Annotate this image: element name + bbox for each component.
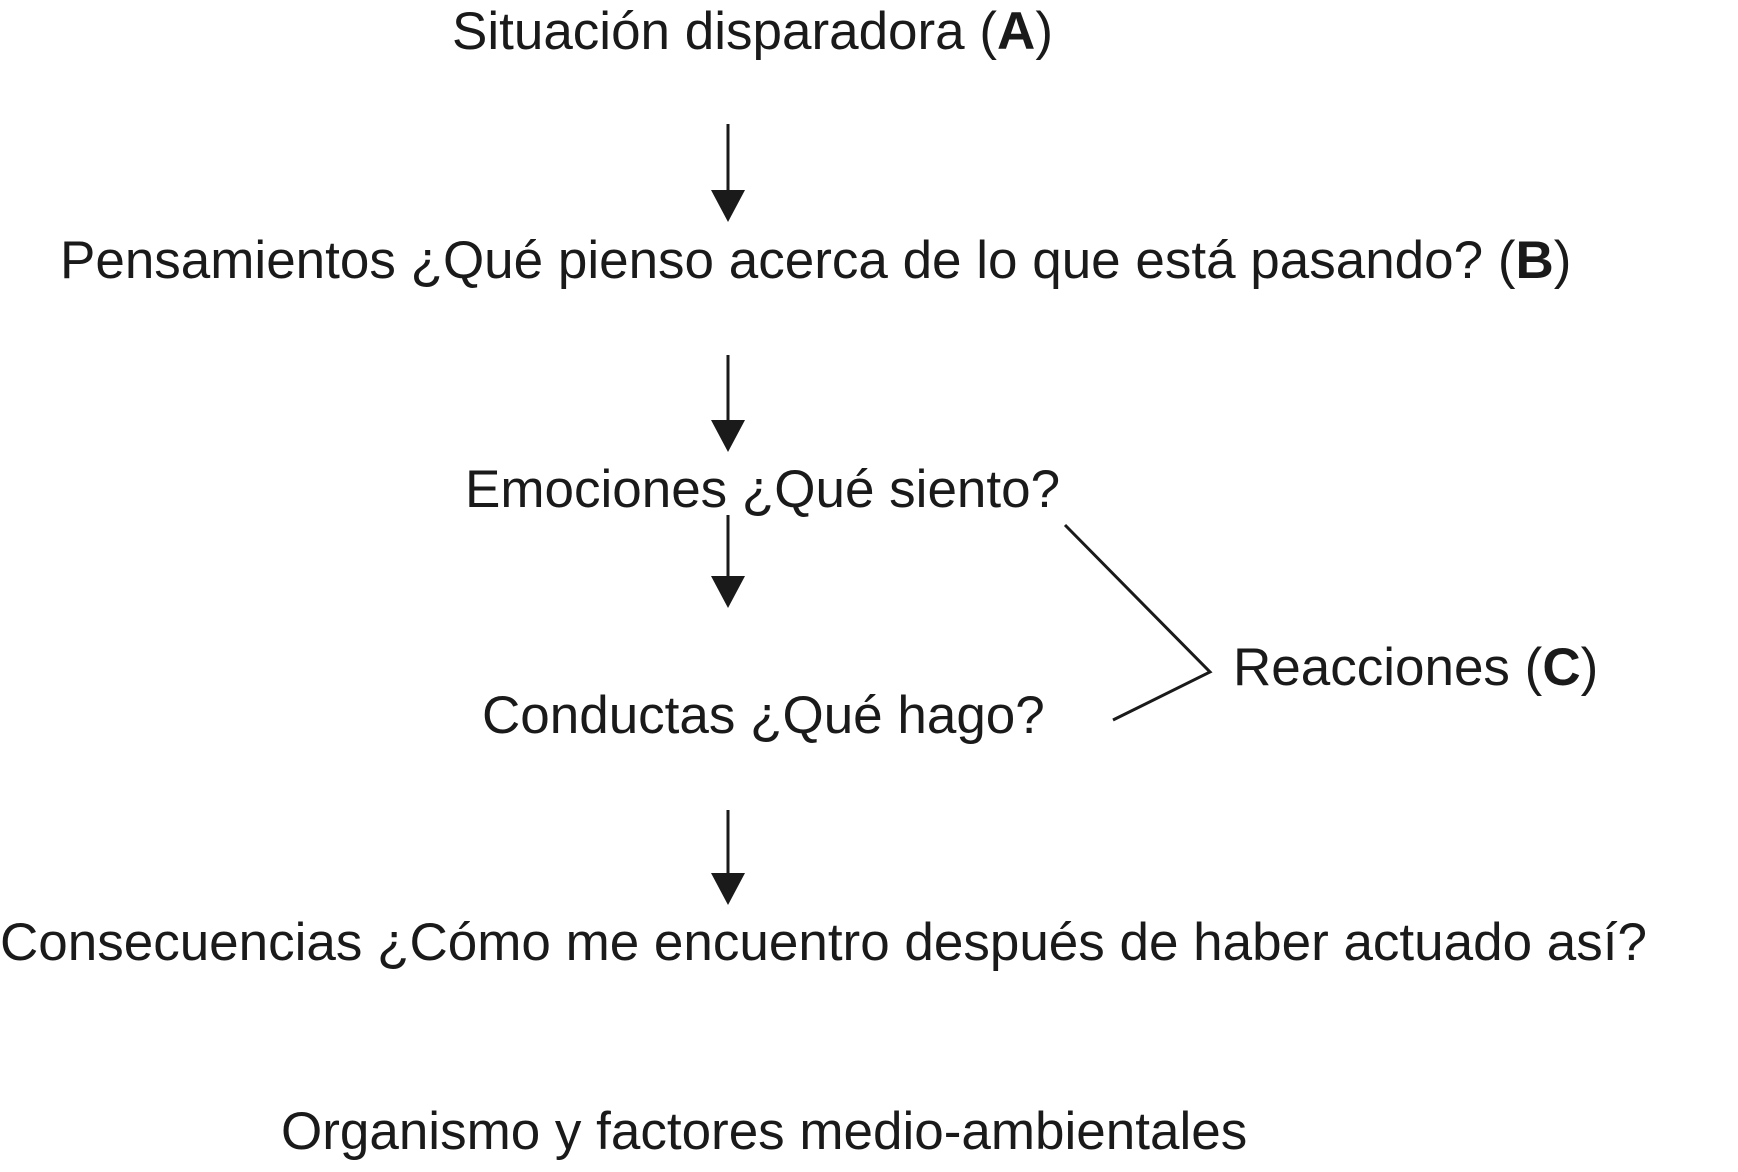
node-pensamientos-close: ): [1553, 231, 1572, 290]
node-organismo: Organismo y factores medio-ambientales: [281, 1100, 1247, 1164]
node-situacion-close: ): [1035, 2, 1053, 61]
node-emociones: Emociones ¿Qué siento?: [465, 458, 1060, 522]
arrowhead-4: [711, 873, 745, 905]
node-emociones-text: Emociones ¿Qué siento?: [465, 460, 1061, 519]
node-situacion-disparadora: Situación disparadora (A): [452, 0, 1053, 64]
node-reacciones-text: Reacciones (: [1233, 638, 1543, 697]
node-reacciones-close: ): [1580, 638, 1599, 697]
node-consecuencias: Consecuencias ¿Cómo me encuentro después…: [0, 911, 1647, 975]
node-situacion-tag: A: [997, 2, 1036, 61]
node-pensamientos: Pensamientos ¿Qué pienso acerca de lo qu…: [60, 229, 1571, 293]
bracket-reacciones: [1063, 523, 1213, 722]
node-conductas: Conductas ¿Qué hago?: [482, 684, 1045, 748]
arrowhead-1: [711, 190, 745, 222]
node-organismo-text: Organismo y factores medio-ambientales: [281, 1102, 1248, 1161]
node-consecuencias-text: Consecuencias ¿Cómo me encuentro después…: [0, 913, 1647, 972]
node-reacciones-tag: C: [1542, 638, 1581, 697]
node-pensamientos-tag: B: [1515, 231, 1554, 290]
arrowhead-3: [711, 576, 745, 608]
node-pensamientos-text: Pensamientos ¿Qué pienso acerca de lo qu…: [60, 231, 1516, 290]
node-situacion-text: Situación disparadora (: [452, 2, 998, 61]
node-reacciones: Reacciones (C): [1233, 636, 1598, 700]
node-conductas-text: Conductas ¿Qué hago?: [482, 686, 1045, 745]
arrowhead-2: [711, 420, 745, 452]
